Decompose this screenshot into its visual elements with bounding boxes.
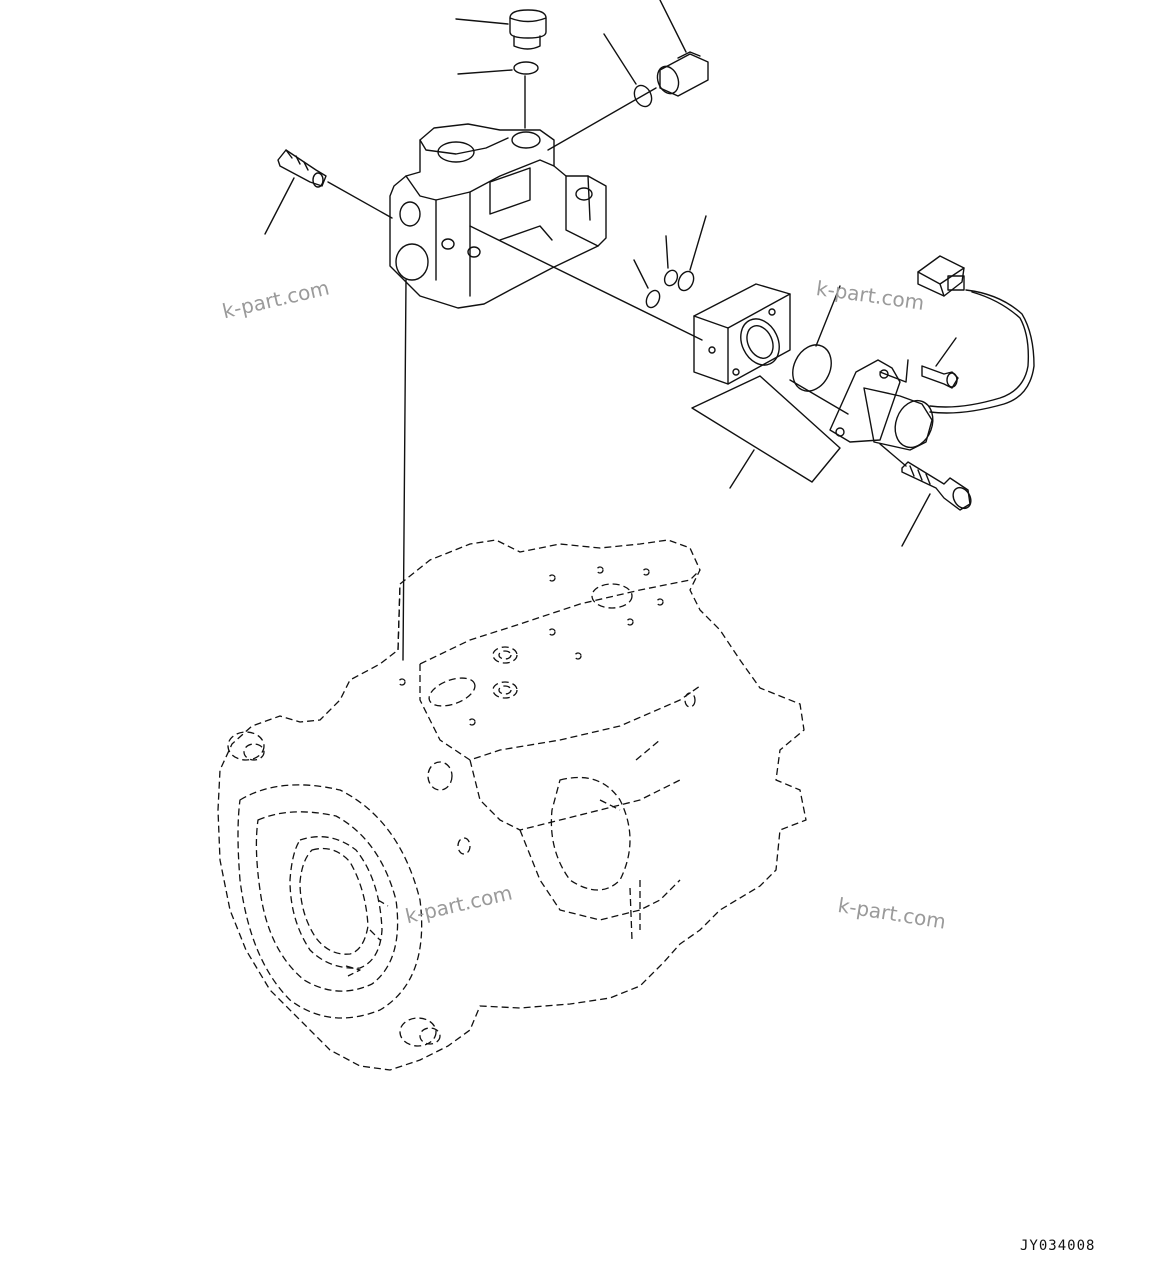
leader-line xyxy=(264,177,295,235)
leader-line xyxy=(659,0,687,53)
fitting-part xyxy=(547,0,709,151)
leader-line xyxy=(729,449,755,489)
adapter-block-part xyxy=(691,283,841,489)
small-bolt-part xyxy=(879,337,959,389)
leader-line xyxy=(901,493,931,547)
plug-part xyxy=(455,9,547,50)
assembly-line xyxy=(402,279,407,661)
o-ring-set-part xyxy=(633,215,707,309)
leader-line xyxy=(457,69,513,75)
pump-body-part xyxy=(217,539,807,1071)
valve-block-part xyxy=(389,123,703,661)
drawing-code: JY034008 xyxy=(1020,1238,1096,1254)
large-o-ring-part xyxy=(792,285,841,392)
assembly-line xyxy=(469,225,703,341)
solenoid-valve-part xyxy=(789,255,1035,451)
assembly-line xyxy=(879,443,907,467)
leader-line xyxy=(815,285,841,347)
leader-line xyxy=(455,18,509,25)
assembly-line xyxy=(547,87,657,151)
leader-line xyxy=(665,235,669,269)
o-ring-part xyxy=(457,61,539,129)
leader-line xyxy=(603,33,637,85)
leader-line xyxy=(935,337,957,367)
long-bolt-part xyxy=(879,443,972,547)
pressure-sensor-part xyxy=(264,149,393,235)
leader-line xyxy=(633,259,649,289)
assembly-line xyxy=(327,181,393,219)
assembly-line xyxy=(789,379,849,415)
leader-line xyxy=(689,215,707,271)
